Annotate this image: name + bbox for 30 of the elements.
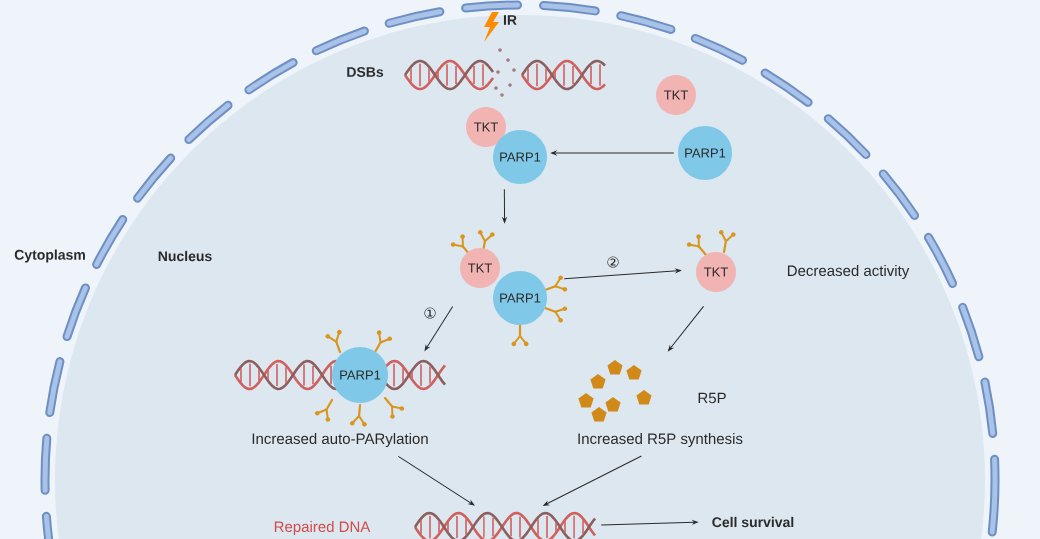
protein-drawing: TKT	[686, 230, 736, 292]
radiation-label: IR	[503, 15, 517, 25]
arrow	[397, 455, 475, 506]
arrow	[424, 305, 454, 351]
node-label: Repaired DNA	[274, 521, 371, 535]
edge-label: ②	[607, 256, 619, 268]
protein-drawing: TKT	[656, 75, 696, 115]
node-label: R5P	[698, 392, 726, 404]
edge-label: ①	[424, 307, 436, 319]
protein-complex-drawing: TKT PARP1	[450, 230, 568, 347]
protein-complex-drawing: TKT PARP1	[466, 107, 547, 184]
outcome-label: Cell survival	[712, 516, 794, 528]
node-label: Decreased activity	[787, 265, 910, 279]
arrow	[551, 151, 675, 155]
dna-drawing	[413, 511, 597, 539]
compartment-label: Cytoplasm	[14, 249, 85, 263]
node-label: Increased auto-PARylation	[252, 433, 428, 447]
dsb-label: DSBs	[347, 67, 384, 77]
arrow	[600, 520, 698, 526]
node-label: TKT	[468, 263, 492, 273]
compartment-label: Nucleus	[158, 250, 212, 262]
node-label: TKT	[474, 122, 498, 132]
arrow	[668, 305, 705, 352]
protein-drawing: PARP1	[678, 126, 732, 180]
pentagon-drawing	[578, 360, 652, 422]
dna-protein-drawing: PARP1	[233, 329, 446, 427]
arrow	[502, 188, 507, 223]
node-label: Increased R5P synthesis	[578, 433, 743, 447]
arrow	[563, 268, 681, 280]
arrow	[543, 455, 642, 506]
